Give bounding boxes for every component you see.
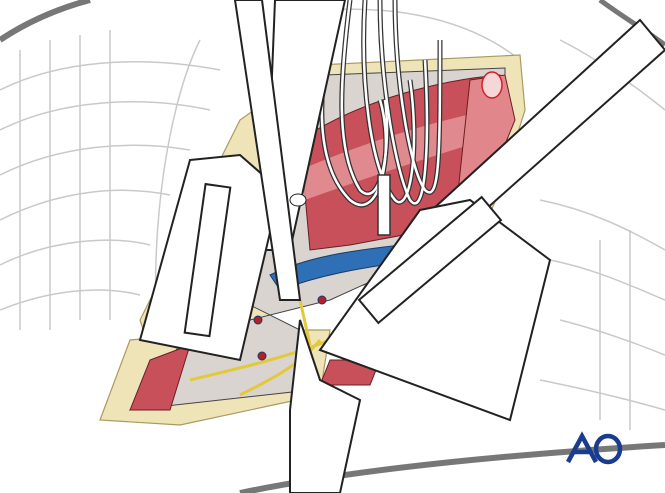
center-instrument-shaft — [233, 0, 302, 301]
wire-retractor-handle — [377, 174, 391, 236]
wire-retractor-inner — [320, 0, 442, 207]
lower-instrument — [289, 319, 362, 493]
right-rib-retractor — [318, 18, 665, 422]
ao-logo — [566, 431, 623, 465]
body-contour-lower — [239, 442, 665, 493]
nerve-yellow — [189, 299, 331, 397]
body-contour-top — [598, 0, 665, 48]
rib-outlines — [0, 8, 665, 430]
body-contour — [0, 0, 91, 43]
center-instrument-tip — [289, 193, 307, 207]
vessel-stump — [481, 71, 503, 99]
